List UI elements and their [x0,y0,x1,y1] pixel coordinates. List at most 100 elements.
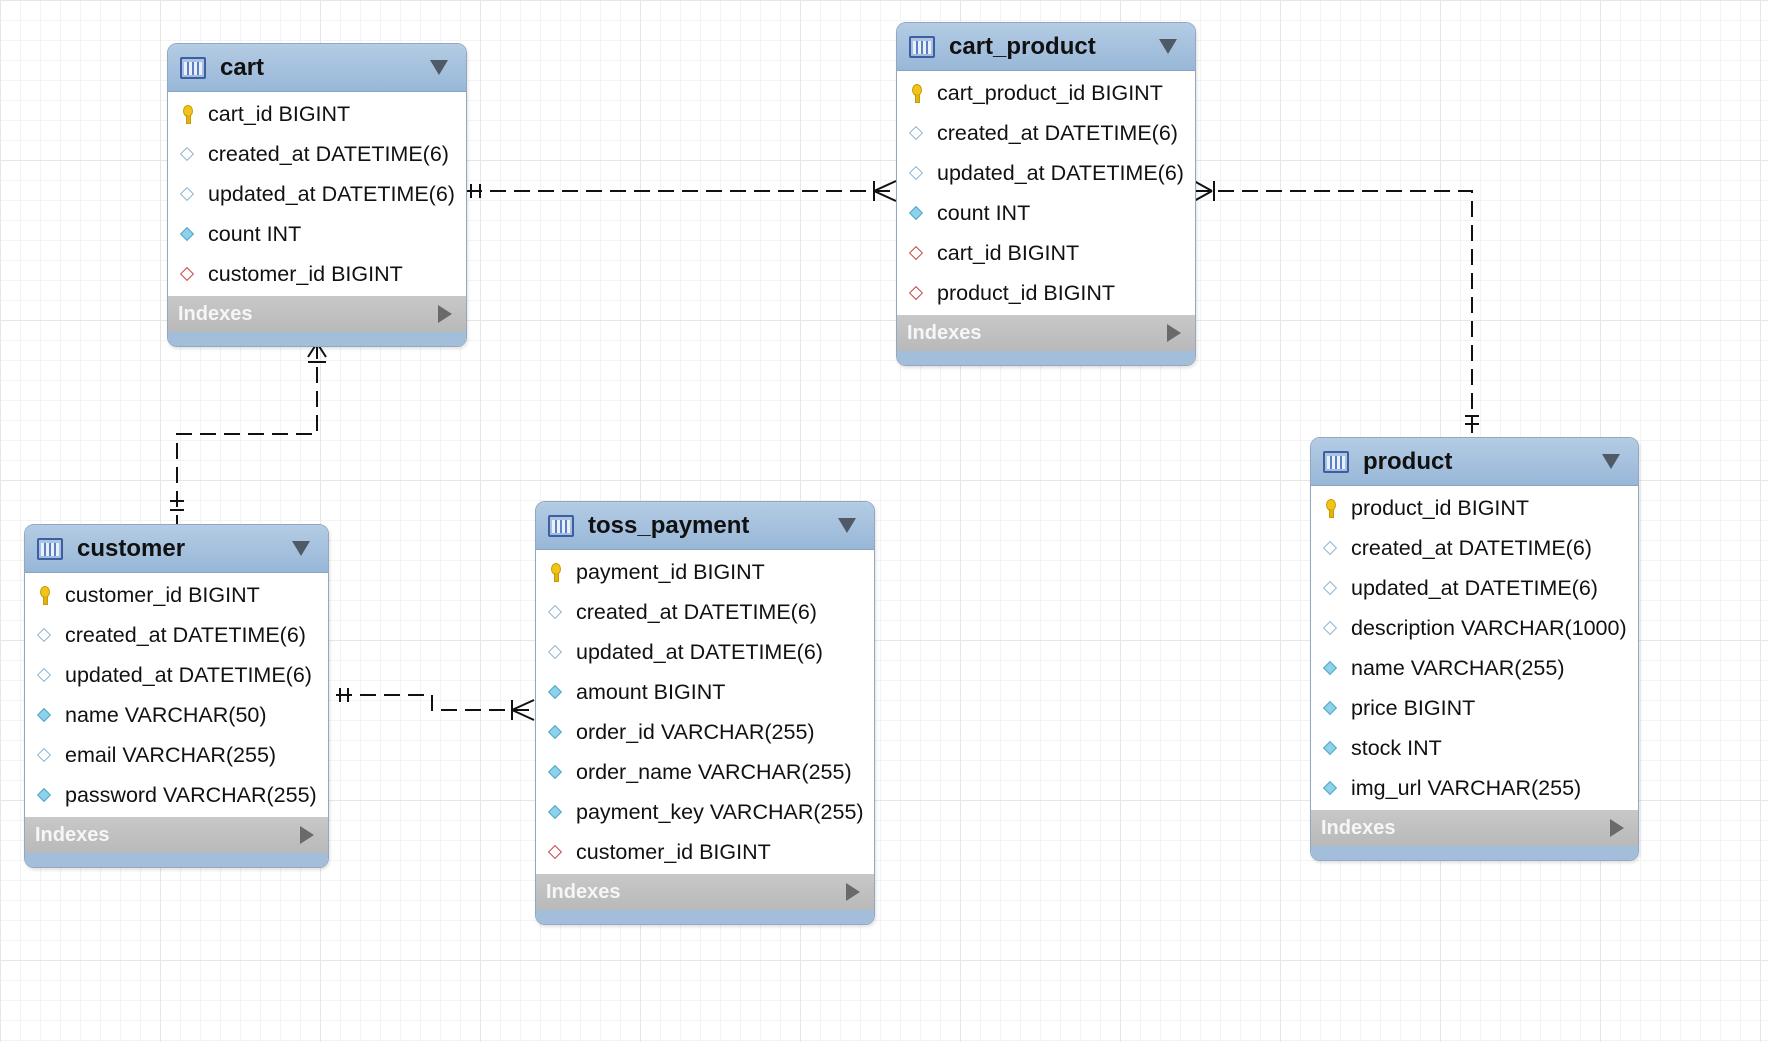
column-row[interactable]: amount BIGINT [536,672,874,712]
column-row[interactable]: price BIGINT [1311,688,1638,728]
column-label: cart_id BIGINT [937,240,1080,265]
triangle-down-icon[interactable] [838,518,856,533]
column-label: order_id VARCHAR(255) [576,719,815,744]
column-row[interactable]: cart_id BIGINT [168,94,466,134]
column-row[interactable]: email VARCHAR(255) [25,735,328,775]
column-label: customer_id BIGINT [208,261,403,286]
triangle-down-icon[interactable] [292,541,310,556]
indexes-section[interactable]: Indexes [25,817,328,853]
column-label: product_id BIGINT [1351,495,1530,520]
indexes-section[interactable]: Indexes [897,315,1195,351]
column-label: updated_at DATETIME(6) [576,639,823,664]
column-row[interactable]: customer_id BIGINT [168,254,466,294]
column-row[interactable]: created_at DATETIME(6) [897,113,1195,153]
diamond-filled-icon [1321,779,1339,797]
table-header[interactable]: product [1311,438,1638,486]
column-row[interactable]: updated_at DATETIME(6) [1311,568,1638,608]
table-product[interactable]: product product_id BIGINT created_at DATET… [1310,437,1639,861]
column-label: email VARCHAR(255) [65,742,277,767]
column-row[interactable]: cart_id BIGINT [897,233,1195,273]
column-row[interactable]: description VARCHAR(1000) [1311,608,1638,648]
column-row[interactable]: updated_at DATETIME(6) [25,655,328,695]
key-icon [35,586,53,605]
table-grid-icon [909,35,935,58]
column-row[interactable]: updated_at DATETIME(6) [897,153,1195,193]
column-row[interactable]: product_id BIGINT [1311,488,1638,528]
column-row[interactable]: img_url VARCHAR(255) [1311,768,1638,808]
diamond-outline-icon [1321,579,1339,597]
triangle-down-icon[interactable] [1159,39,1177,54]
column-row[interactable]: name VARCHAR(50) [25,695,328,735]
diamond-filled-icon [546,683,564,701]
relationship-customer-cart[interactable] [170,342,327,524]
indexes-label: Indexes [178,302,253,325]
column-label: count INT [937,200,1031,225]
indexes-section[interactable]: Indexes [536,874,874,910]
table-name: cart [220,53,265,81]
column-row[interactable]: created_at DATETIME(6) [536,592,874,632]
diamond-filled-icon [546,803,564,821]
column-row[interactable]: password VARCHAR(255) [25,775,328,815]
triangle-right-icon[interactable] [846,883,860,901]
column-label: updated_at DATETIME(6) [65,662,312,687]
table-name: product [1363,447,1453,475]
diamond-outline-icon [546,603,564,621]
column-row[interactable]: created_at DATETIME(6) [1311,528,1638,568]
indexes-label: Indexes [1321,816,1396,839]
relationship-customer-toss-payment[interactable] [336,688,535,721]
diamond-filled-icon [1321,739,1339,757]
column-label: password VARCHAR(255) [65,782,317,807]
indexes-section[interactable]: Indexes [1311,810,1638,846]
column-row[interactable]: order_id VARCHAR(255) [536,712,874,752]
column-row[interactable]: created_at DATETIME(6) [25,615,328,655]
column-row[interactable]: payment_id BIGINT [536,552,874,592]
table-footer [168,332,466,346]
diamond-red-icon [907,244,925,262]
column-list: cart_product_id BIGINT created_at DATETIM… [897,71,1195,313]
column-row[interactable]: order_name VARCHAR(255) [536,752,874,792]
indexes-section[interactable]: Indexes [168,296,466,332]
column-row[interactable]: name VARCHAR(255) [1311,648,1638,688]
diamond-filled-icon [1321,659,1339,677]
column-row[interactable]: customer_id BIGINT [25,575,328,615]
column-row[interactable]: stock INT [1311,728,1638,768]
column-row[interactable]: updated_at DATETIME(6) [168,174,466,214]
table-header[interactable]: cart [168,44,466,92]
column-row[interactable]: product_id BIGINT [897,273,1195,313]
relationship-cart-cart-product[interactable] [466,180,897,202]
diamond-filled-icon [546,723,564,741]
diamond-outline-icon [907,164,925,182]
key-icon [1321,499,1339,518]
table-header[interactable]: customer [25,525,328,573]
column-row[interactable]: payment_key VARCHAR(255) [536,792,874,832]
column-row[interactable]: count INT [897,193,1195,233]
table-name: customer [77,534,186,562]
triangle-down-icon[interactable] [430,60,448,75]
triangle-right-icon[interactable] [1610,819,1624,837]
table-header[interactable]: cart_product [897,23,1195,71]
triangle-right-icon[interactable] [1167,324,1181,342]
column-label: updated_at DATETIME(6) [208,181,455,206]
triangle-right-icon[interactable] [300,826,314,844]
column-row[interactable]: created_at DATETIME(6) [168,134,466,174]
column-row[interactable]: customer_id BIGINT [536,832,874,872]
triangle-right-icon[interactable] [438,305,452,323]
column-row[interactable]: cart_product_id BIGINT [897,73,1195,113]
column-label: customer_id BIGINT [576,839,771,864]
column-label: created_at DATETIME(6) [937,120,1178,145]
table-header[interactable]: toss_payment [536,502,874,550]
column-row[interactable]: count INT [168,214,466,254]
triangle-down-icon[interactable] [1602,454,1620,469]
column-row[interactable]: updated_at DATETIME(6) [536,632,874,672]
diamond-filled-icon [546,763,564,781]
table-name: toss_payment [588,511,750,539]
column-label: price BIGINT [1351,695,1476,720]
relationship-product-cart-product[interactable] [1193,180,1479,437]
